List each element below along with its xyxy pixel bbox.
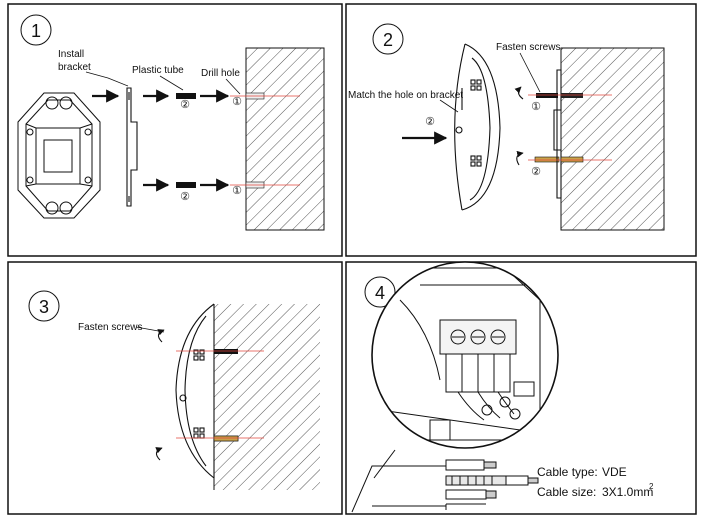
step-1-border (7, 3, 343, 257)
step-4-number: 4 (375, 283, 385, 303)
plastic-tube-top (176, 93, 196, 99)
step-1-number: 1 (31, 21, 41, 41)
device-mounted-step-3 (175, 303, 215, 479)
device-side-view-step-2 (454, 43, 501, 211)
install-bracket-label-line2: bracket (58, 62, 91, 73)
cable-size-value: 3X1.0mm (602, 485, 653, 499)
bracket-side-view (126, 87, 138, 207)
step-1-panel: 1 Install bracket (7, 3, 343, 257)
bracket-on-wall-step-2 (553, 69, 562, 199)
step-2-number: 2 (383, 30, 393, 50)
svg-text:①: ① (232, 185, 242, 197)
step-2-markers: ① ② (531, 101, 541, 178)
svg-text:②: ② (180, 99, 190, 111)
step-2-panel: 2 Match the hole on bracket ② Fasten scr… (345, 3, 697, 257)
cable-size-unit-sup: 2 (649, 482, 654, 491)
step-2-marker-mount: ② (425, 116, 435, 128)
step-3-panel: 3 Fasten screws (7, 261, 343, 515)
cable-type-label: Cable type: (537, 465, 598, 479)
svg-text:②: ② (531, 166, 541, 178)
step-2-border (345, 3, 697, 257)
magnifier-leader (373, 449, 396, 479)
plug-bottom-step-2 (560, 156, 584, 163)
svg-text:①: ① (232, 96, 242, 108)
svg-text:②: ② (180, 191, 190, 203)
plastic-tube-bottom (176, 182, 196, 188)
fasten-screws-label-step-2: Fasten screws (496, 42, 560, 53)
cable-size-label: Cable size: (537, 485, 596, 499)
wall-step-3 (214, 304, 320, 490)
bracket-front-view (17, 92, 101, 219)
svg-text:①: ① (531, 101, 541, 113)
cable-illustration (351, 459, 539, 513)
step-3-number: 3 (39, 297, 49, 317)
fasten-screws-label-step-3: Fasten screws (78, 322, 142, 333)
wall-step-2 (560, 47, 665, 231)
step-4-panel: 4 (345, 261, 697, 515)
screws-step-2 (514, 86, 560, 166)
match-hole-label: Match the hole on bracket (348, 90, 463, 101)
cable-type-value: VDE (602, 465, 627, 479)
plastic-tube-label: Plastic tube (132, 65, 184, 76)
step-3-border (7, 261, 343, 515)
plug-top-step-2 (561, 93, 583, 98)
step-4-border (345, 261, 697, 515)
terminal-magnifier (371, 261, 559, 449)
step-1-arrows (92, 89, 230, 192)
install-bracket-label-line1: Install (58, 49, 84, 60)
step-1-markers: ② ① ② ① (180, 96, 242, 203)
wall-step-1 (245, 47, 325, 231)
drill-hole-label: Drill hole (201, 68, 240, 79)
